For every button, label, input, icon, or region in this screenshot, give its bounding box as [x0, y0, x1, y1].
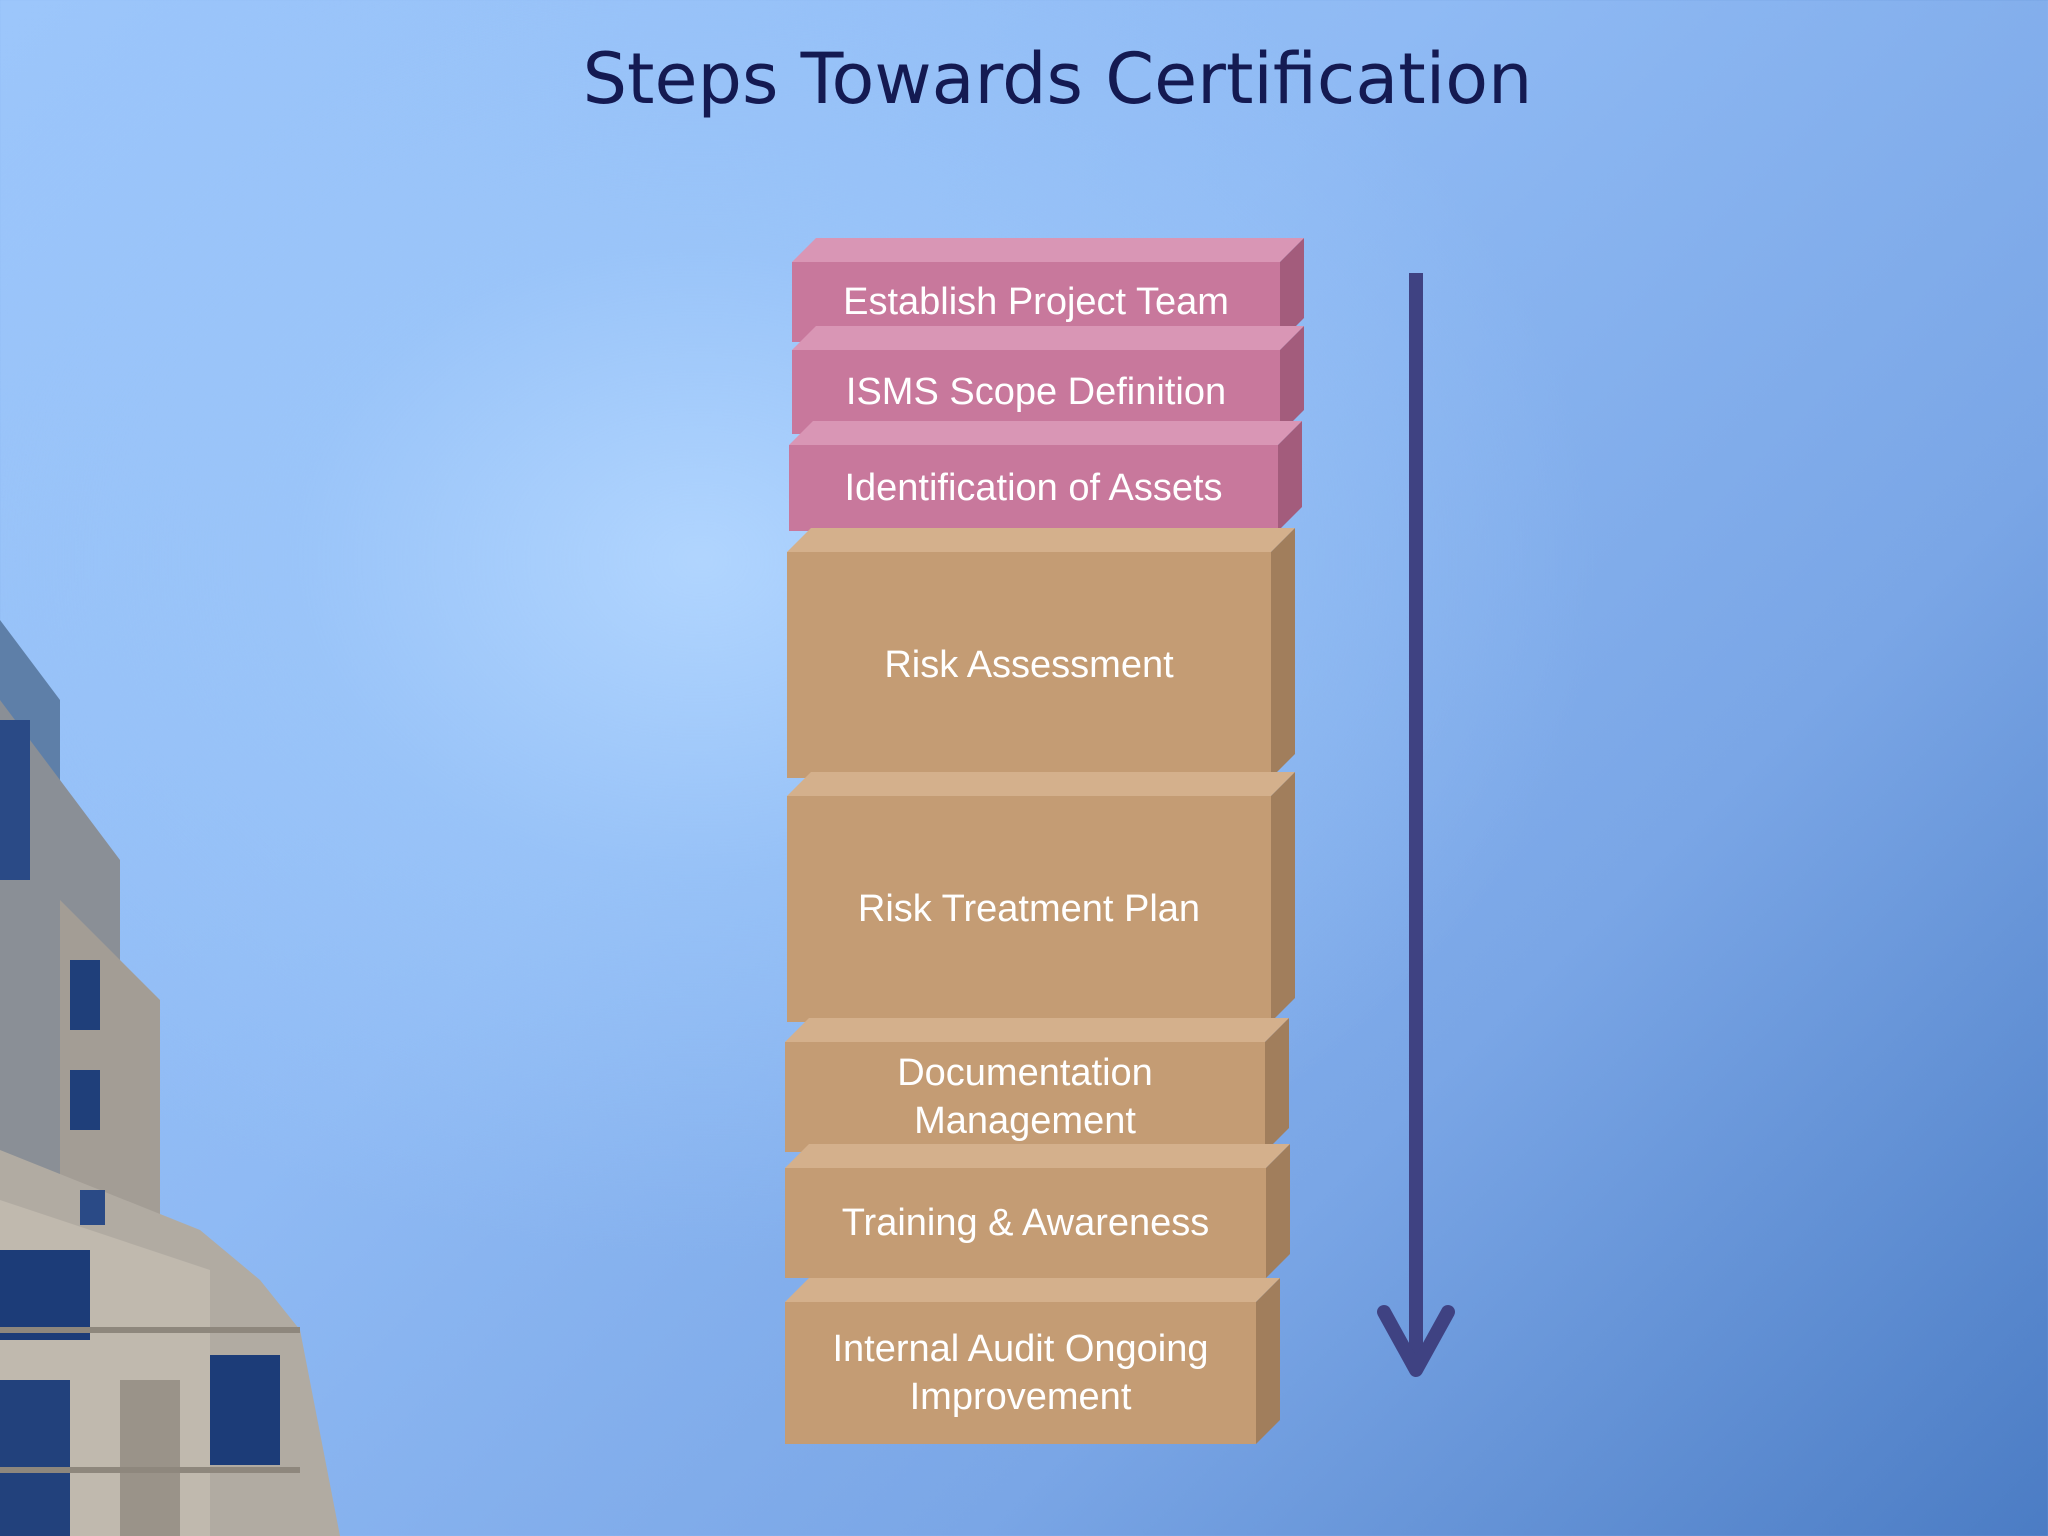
- step-block-4: [787, 528, 1295, 778]
- step-label-8: Internal Audit Ongoing Improvement: [832, 1328, 1209, 1418]
- step-block-7: [785, 1144, 1290, 1278]
- step-block-5: [787, 772, 1295, 1022]
- arrow-head: [1377, 1305, 1455, 1377]
- process-arrow: [1377, 273, 1455, 1377]
- step-label-7: Training & Awareness: [841, 1202, 1210, 1244]
- step-label-4: Risk Assessment: [884, 644, 1174, 686]
- step-label-5: Risk Treatment Plan: [857, 888, 1201, 930]
- step-block-6: [785, 1018, 1289, 1152]
- step-block-2: [792, 326, 1304, 434]
- step-label-6: Documentation Management: [897, 1052, 1153, 1142]
- step-label-2: ISMS Scope Definition: [845, 371, 1227, 413]
- step-block-8: [785, 1278, 1280, 1444]
- step-block-3: [789, 421, 1302, 531]
- page-title: Steps Towards Certification: [582, 38, 1533, 120]
- step-label-1: Establish Project Team: [843, 281, 1229, 323]
- step-label-3: Identification of Assets: [844, 467, 1223, 509]
